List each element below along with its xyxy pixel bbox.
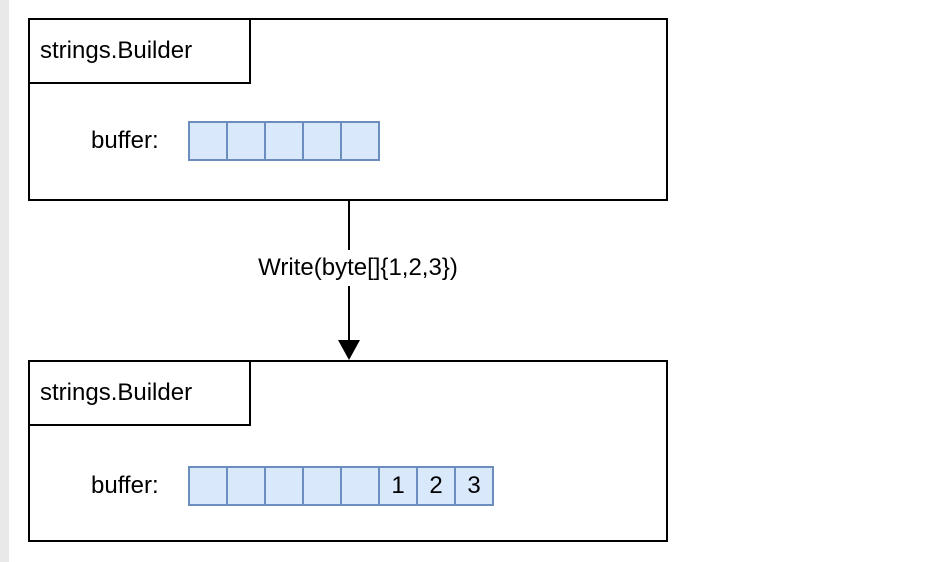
buffer-cell [302,466,342,506]
buffer-label-after: buffer: [91,472,159,499]
buffer-cell [302,121,342,161]
buffer-cell [226,466,266,506]
arrow-head-icon [338,340,360,360]
builder-box-after: strings.Builder buffer: 1 2 3 [28,360,668,542]
buffer-cell [340,121,380,161]
buffer-cell: 2 [416,466,456,506]
buffer-cell [340,466,380,506]
builder-title-after: strings.Builder [30,362,251,426]
write-operation-label: Write(byte[]{1,2,3}) [228,250,488,286]
builder-box-before: strings.Builder buffer: [28,18,668,201]
left-margin-strip [0,0,9,562]
buffer-label-before: buffer: [91,127,159,154]
buffer-cells-before [188,121,380,161]
buffer-cell [264,466,304,506]
builder-title-before: strings.Builder [30,20,251,84]
buffer-cell [226,121,266,161]
buffer-cells-after: 1 2 3 [188,466,494,506]
buffer-cell [188,466,228,506]
buffer-cell: 1 [378,466,418,506]
buffer-cell: 3 [454,466,494,506]
